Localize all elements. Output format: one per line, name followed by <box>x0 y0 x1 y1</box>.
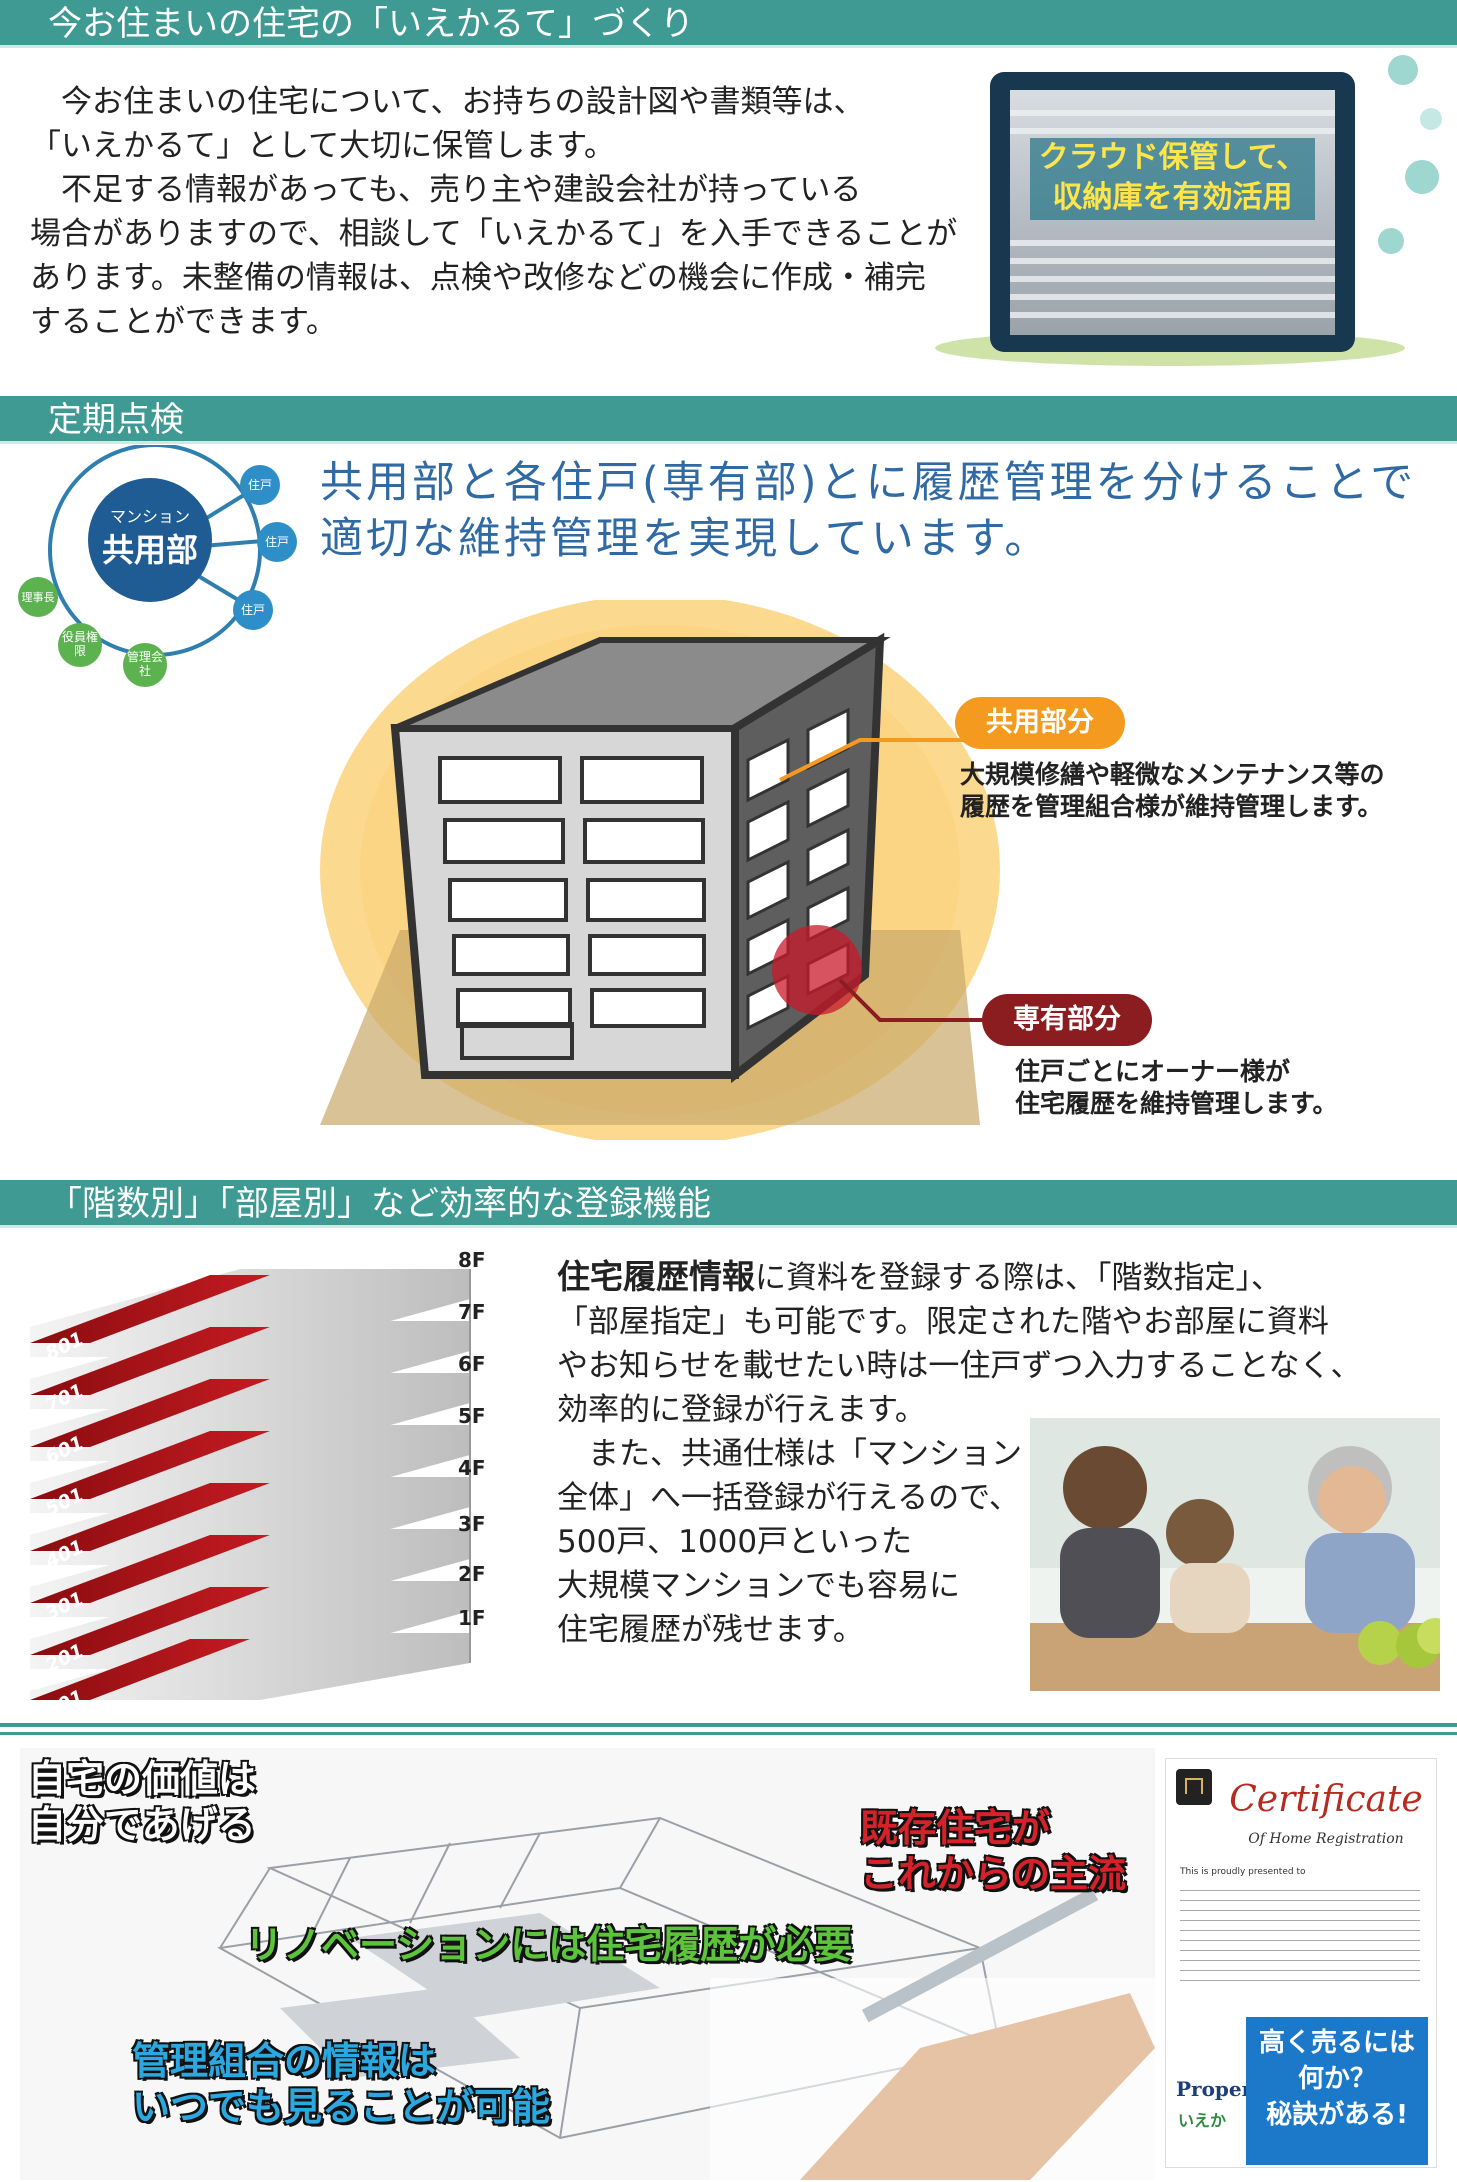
banner-line: これからの主流 <box>859 1851 1127 1897</box>
para-line: 場合がありますので、相談して「いえかるて」を入手できることが <box>30 216 958 252</box>
para-line: することができます。 <box>30 304 337 340</box>
section3-paragraph: 住宅履歴情報に資料を登録する際は、「階数指定」、 「部屋指定」も可能です。限定さ… <box>557 1255 1437 1652</box>
diagram-node: 住戸 <box>247 478 272 492</box>
certificate-subtitle: Of Home Registration <box>1248 1831 1404 1847</box>
floor-label: 5F <box>458 1404 486 1428</box>
banner-renovation: リノベーションには住宅履歴が必要 <box>244 1922 853 1968</box>
diagram-node: 住戸 <box>264 535 289 549</box>
section1-title: 今お住まいの住宅の「いえかるて」づくり <box>48 4 694 44</box>
section1-paragraph: 今お住まいの住宅について、お持ちの設計図や書類等は、 「いえかるて」として大切に… <box>30 80 960 344</box>
para-line: やお知らせを載せたい時は一住戸ずつ入力することなく、 <box>557 1348 1362 1384</box>
caption-line: 収納庫を有効活用 <box>1052 180 1293 215</box>
headline-line: 適切な維持管理を実現しています。 <box>320 514 1051 564</box>
banner-line: 管理組合の情報は <box>131 2038 437 2084</box>
decor-dot <box>1388 55 1418 85</box>
decor-dot <box>1420 108 1442 130</box>
banner-line: 既存住宅が <box>859 1805 1051 1851</box>
para-line: 不足する情報があっても、売り主や建設会社が持っている <box>30 172 862 208</box>
banner-line: 自分であげる <box>27 1802 257 1848</box>
note-line: 住戸ごとにオーナー様が <box>1015 1057 1291 1086</box>
floor-label: 1F <box>458 1606 486 1630</box>
para-line: 全体」へ一括登録が行えるので、 <box>557 1480 1020 1516</box>
floor-label: 3F <box>458 1512 486 1536</box>
para-text: に資料を登録する際は、「階数指定」、 <box>755 1260 1282 1296</box>
floor-label: 8F <box>458 1248 486 1272</box>
divider <box>0 1723 1457 1727</box>
private-area-note: 住戸ごとにオーナー様が 住宅履歴を維持管理します。 <box>1015 1056 1435 1120</box>
headline-line: 共用部と各住戸(専有部)とに履歴管理を分けることで <box>320 458 1417 508</box>
section2-headline: 共用部と各住戸(専有部)とに履歴管理を分けることで 適切な維持管理を実現していま… <box>320 455 1430 567</box>
floors-diagram <box>30 1269 471 1700</box>
section3-title: 「階数別」「部屋別」など効率的な登録機能 <box>48 1184 711 1224</box>
divider <box>0 1732 1457 1735</box>
building-logo-icon <box>1176 1769 1212 1805</box>
para-line: また、共通仕様は「マンション <box>557 1436 1022 1472</box>
para-line: 大規模マンションでも容易に <box>557 1568 960 1604</box>
note-line: 履歴を管理組合様が維持管理します。 <box>960 792 1383 821</box>
certificate-presented: This is proudly presented to <box>1180 1867 1306 1877</box>
building-illustration <box>320 600 1020 1140</box>
para-line: 今お住まいの住宅について、お持ちの設計図や書類等は、 <box>30 84 865 120</box>
iekarute-logo: いえか <box>1178 2111 1227 2130</box>
banner-management-info: 管理組合の情報は いつでも見ることが可能 <box>131 2038 551 2130</box>
diagram-center-small: マンション <box>109 507 190 526</box>
banner-existing-home: 既存住宅が これからの主流 <box>859 1805 1127 1897</box>
laptop-caption: クラウド保管して、 収納庫を有効活用 <box>1030 138 1315 220</box>
note-line: 住宅履歴を維持管理します。 <box>1015 1089 1338 1118</box>
floor-label: 7F <box>458 1300 486 1324</box>
section2-title: 定期点検 <box>48 400 184 440</box>
section1-title-bar: 今お住まいの住宅の「いえかるて」づくり <box>0 0 1457 48</box>
para-line: 「部屋指定」も可能です。限定された階やお部屋に資料 <box>557 1304 1329 1340</box>
banner-home-value: 自宅の価値は 自分であげる <box>27 1756 257 1848</box>
para-line: 住宅履歴が残せます。 <box>557 1612 864 1648</box>
para-line: 効率的に登録が行えます。 <box>557 1392 926 1428</box>
management-network-diagram <box>18 445 297 687</box>
common-area-note: 大規模修繕や軽微なメンテナンス等の 履歴を管理組合様が維持管理します。 <box>960 759 1450 823</box>
para-bold: 住宅履歴情報 <box>557 1257 755 1296</box>
diagram-center-big: 共用部 <box>101 531 198 569</box>
certificate-lines <box>1180 1881 1420 1990</box>
diagram-node: 役員権限 <box>61 630 98 658</box>
para-line: 500戸、1000戸といった <box>557 1524 913 1560</box>
footer-line: 高く売るには <box>1258 2028 1415 2058</box>
certificate-footer-box: 高く売るには 何か？ 秘訣がある! <box>1246 2017 1428 2165</box>
section3-title-bar: 「階数別」「部屋別」など効率的な登録機能 <box>0 1180 1457 1228</box>
section2-title-bar: 定期点検 <box>0 396 1457 444</box>
family-photo <box>1030 1418 1440 1691</box>
note-line: 大規模修繕や軽微なメンテナンス等の <box>960 760 1385 789</box>
private-area-tag: 専有部分 <box>982 994 1152 1046</box>
banner-line: 自宅の価値は <box>27 1756 257 1802</box>
floor-label: 4F <box>458 1456 486 1480</box>
diagram-node: 理事長 <box>21 591 55 604</box>
certificate-card: Certificate Of Home Registration This is… <box>1165 1758 1437 2168</box>
floor-label: 2F <box>458 1562 486 1586</box>
banner-line: いつでも見ることが可能 <box>131 2084 551 2130</box>
floor-label: 6F <box>458 1352 486 1376</box>
para-line: 住宅履歴情報に資料を登録する際は、「階数指定」、 <box>557 1255 1437 1300</box>
para-line: あります。未整備の情報は、点検や改修などの機会に作成・補完 <box>30 260 926 296</box>
blueprint-banner-image <box>20 1748 1155 2180</box>
common-area-tag: 共用部分 <box>955 697 1125 749</box>
decor-dot <box>1405 160 1439 194</box>
para-line: 「いえかるて」として大切に保管します。 <box>30 128 615 164</box>
certificate-title: Certificate <box>1229 1779 1423 1820</box>
diagram-node: 管理会社 <box>126 650 163 678</box>
footer-line: 何か？ <box>1297 2064 1376 2094</box>
decor-dot <box>1378 228 1404 254</box>
footer-line: 秘訣がある! <box>1266 2100 1408 2130</box>
caption-line: クラウド保管して、 <box>1038 140 1307 175</box>
diagram-node: 住戸 <box>240 603 265 617</box>
